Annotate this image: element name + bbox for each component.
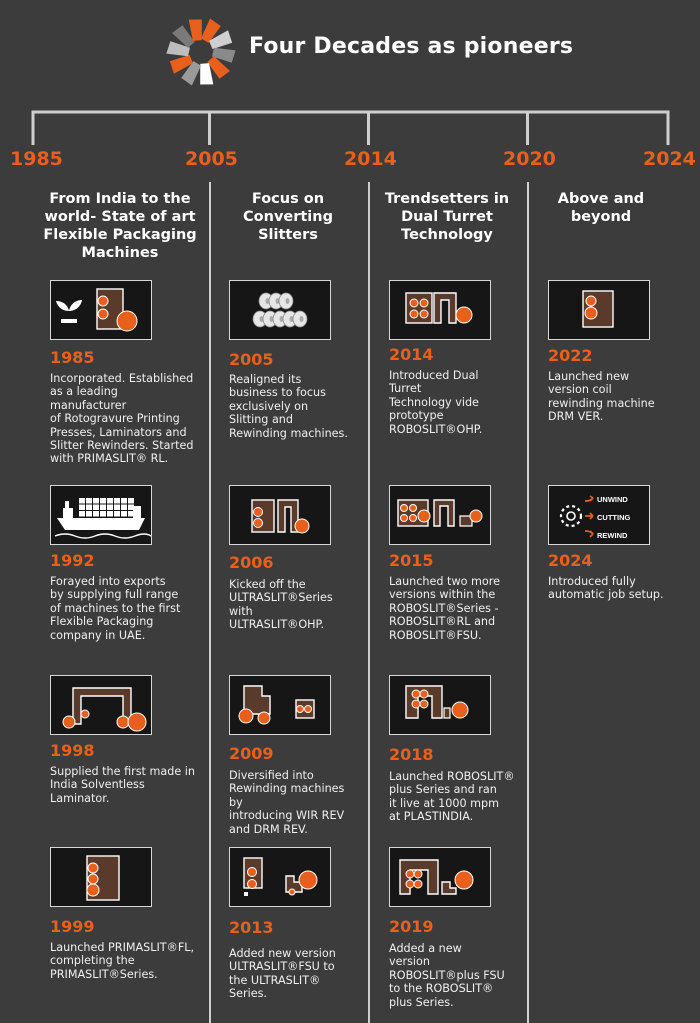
column-divider [209,182,211,1023]
event-description: Added a new version ROBOSLIT®plus FSU to… [389,942,505,1009]
roboslit-rl-icon [389,485,491,545]
event-year: 1999 [50,917,95,936]
icon-label: REWIND [597,531,628,540]
icon-label: CUTTING [597,513,630,522]
rewinder-icon [229,675,331,735]
event-description: Introduced fully automatic job setup. [548,575,664,602]
ultraslit-fsu-icon [229,847,331,907]
timeline-year-2005: 2005 [185,148,238,170]
icon-label: UNWIND [597,495,628,504]
plant-machine-icon [50,280,152,340]
column-heading-1: From India to the world- State of art Fl… [43,191,197,261]
timeline-bar [31,110,670,145]
event-description: Introduced Dual Turret Technology vide p… [389,369,483,436]
timeline-year-2020: 2020 [503,148,556,170]
event-year: 2022 [548,346,593,365]
event-year: 2019 [389,917,434,936]
primaslit-fl-icon [50,847,152,907]
event-description: Launched ROBOSLIT® plus Series and ran i… [389,770,515,824]
drm-ver-icon [548,280,650,340]
column-divider [527,182,529,1023]
event-description: Kicked off the ULTRASLIT®Series with ULT… [229,578,333,632]
event-year: 2013 [229,918,274,937]
column-heading-4: Above and beyond [557,191,645,225]
event-description: Forayed into exports by supplying full r… [50,575,181,642]
timeline-year-1985: 1985 [10,148,63,170]
event-description: Supplied the first made in India Solvent… [50,765,195,805]
event-year: 2005 [229,350,274,369]
company-logo-icon [166,18,236,86]
timeline-year-2024: 2024 [643,148,696,170]
event-year: 2015 [389,551,434,570]
event-description: Realigned its business to focus exclusiv… [229,373,348,440]
roboslit-plus-icon [389,675,491,735]
laminator-icon [50,675,152,735]
auto-setup-icon: UNWIND CUTTING REWIND [548,485,650,545]
ultraslit-icon [229,485,331,545]
roboslit-plus-fsu-icon [389,847,491,907]
event-year: 2018 [389,745,434,764]
column-heading-3: Trendsetters in Dual Turret Technology [384,191,510,243]
event-description: Diversified into Rewinding machines by i… [229,769,345,836]
event-year: 2024 [548,551,593,570]
cargo-ship-icon [50,485,152,545]
event-year: 1985 [50,348,95,367]
event-year: 2014 [389,345,434,364]
event-description: Launched PRIMASLIT®FL, completing the PR… [50,941,195,981]
event-description: Added new version ULTRASLIT®FSU to the U… [229,947,336,1001]
timeline-year-2014: 2014 [344,148,397,170]
event-year: 1998 [50,741,95,760]
page-title: Four Decades as pioneers [249,34,574,59]
rolls-icon [229,280,331,340]
event-year: 1992 [50,551,95,570]
event-description: Incorporated. Established as a leading m… [50,372,194,466]
event-year: 2009 [229,744,274,763]
event-description: Launched two more versions within the RO… [389,575,500,642]
dual-turret-icon [389,280,491,340]
column-divider [368,182,370,1023]
event-year: 2006 [229,553,274,572]
event-description: Launched new version coil rewinding mach… [548,370,655,424]
column-heading-2: Focus on Converting Slitters [243,191,333,243]
